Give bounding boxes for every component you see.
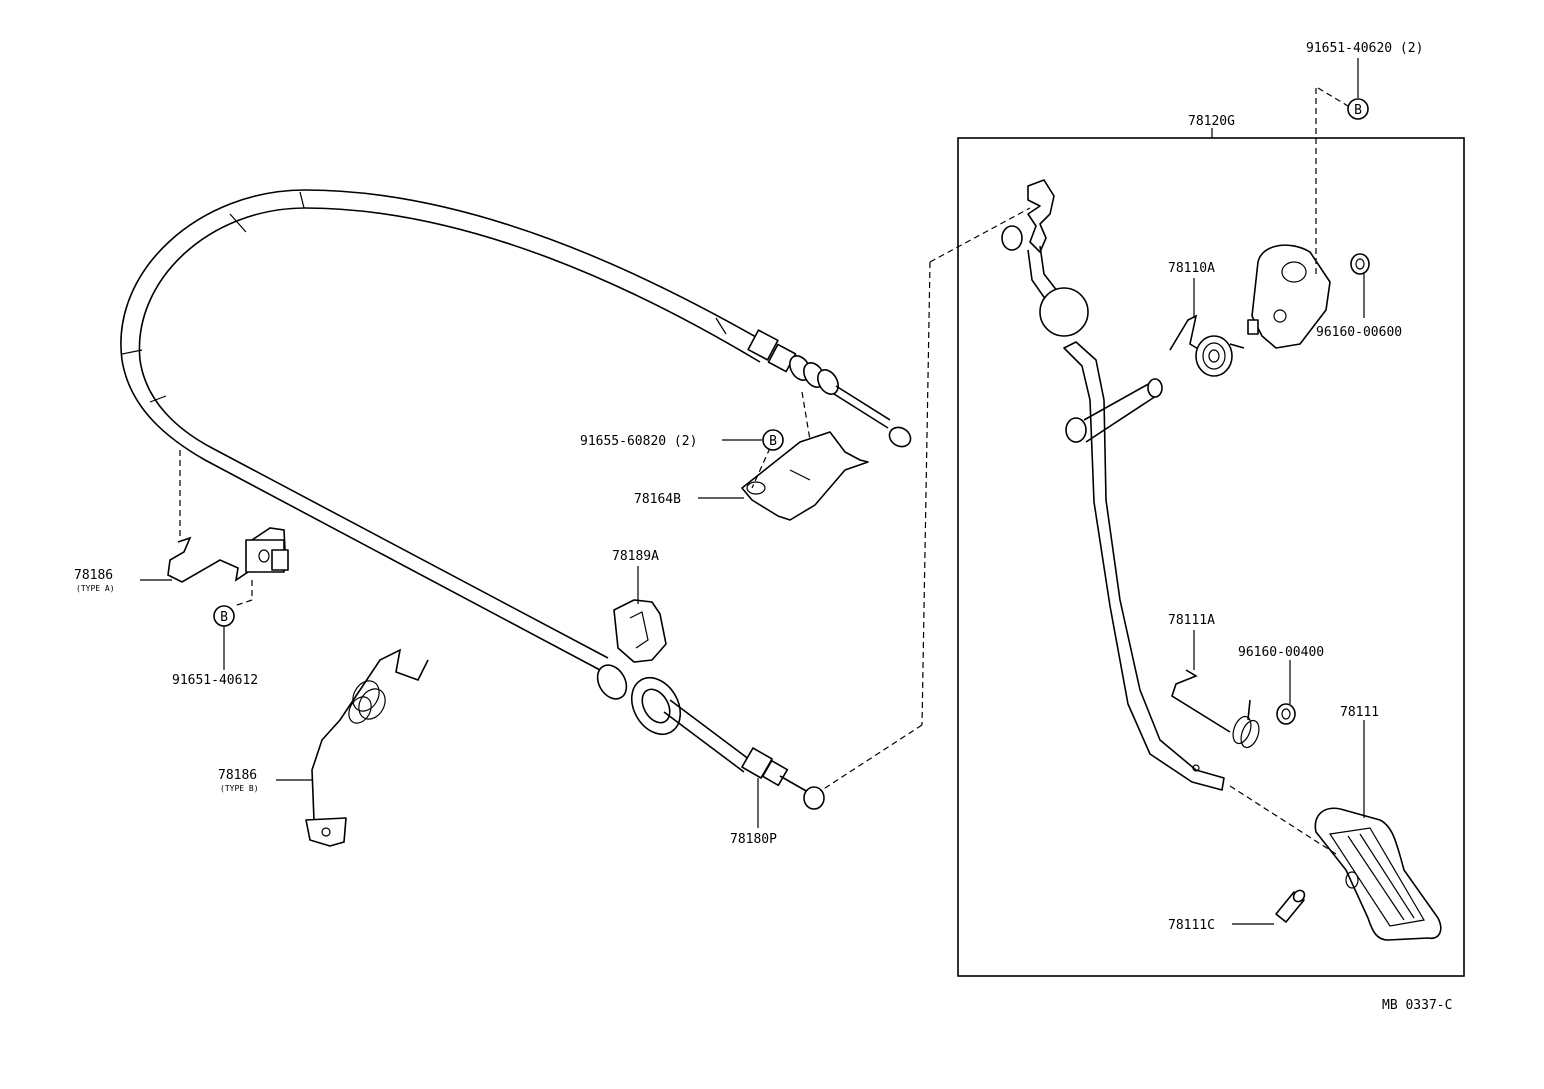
label-clamp-type-a: 78186 [74, 568, 113, 583]
label-grommet-clip: 78189A [612, 549, 659, 564]
callout-marker-text: B [1354, 103, 1362, 118]
label-return-spring: 78111A [1168, 613, 1215, 628]
label-cable-bracket: 78164B [634, 492, 681, 507]
label-bolt-clamp: 91651-40612 [172, 673, 258, 688]
cable-bracket-part [741, 431, 869, 521]
clamp-type-b-part [305, 648, 429, 847]
label-clamp-type-b-variant: (TYPE B) [220, 784, 259, 793]
connection-lines [179, 87, 1349, 855]
leader-lines [140, 58, 1365, 925]
label-cable-end: 78180P [730, 832, 777, 847]
return-spring-part [1171, 669, 1260, 749]
grommet-clip-part [613, 599, 667, 663]
label-bolt-top-right: 91651-40620 (2) [1306, 41, 1423, 56]
pedal-cam-bracket-part [1247, 244, 1331, 349]
callout-marker-cable-bracket: B [762, 429, 784, 451]
ring-lower-part [1276, 703, 1296, 725]
label-ring-upper: 96160-00600 [1316, 325, 1402, 340]
label-bolt-cable-bracket: 91655-60820 (2) [580, 434, 697, 449]
accelerator-cable [120, 189, 912, 810]
label-clamp-type-b: 78186 [218, 768, 257, 783]
label-torsion-spring: 78110A [1168, 261, 1215, 276]
callout-marker-text: B [769, 434, 777, 449]
label-pad-pin: 78111C [1168, 918, 1215, 933]
pedal-arm-part [1001, 179, 1225, 791]
label-pedal-pad: 78111 [1340, 705, 1379, 720]
label-ring-lower: 96160-00400 [1238, 645, 1324, 660]
clamp-type-a-part [167, 527, 289, 583]
reference-code: MB 0337-C [1382, 998, 1452, 1013]
callout-marker-text: B [220, 610, 228, 625]
pedal-pad-part [1314, 807, 1442, 941]
pedal-assembly-box [957, 137, 1465, 977]
callout-marker-clamp: B [213, 605, 235, 627]
pad-pin-part [1275, 889, 1306, 923]
ring-upper-part [1350, 253, 1370, 275]
callout-marker-top-right: B [1347, 98, 1369, 120]
label-clamp-type-a-variant: (TYPE A) [76, 584, 115, 593]
torsion-spring-part [1169, 314, 1245, 377]
label-pedal-assembly: 78120G [1188, 114, 1235, 129]
